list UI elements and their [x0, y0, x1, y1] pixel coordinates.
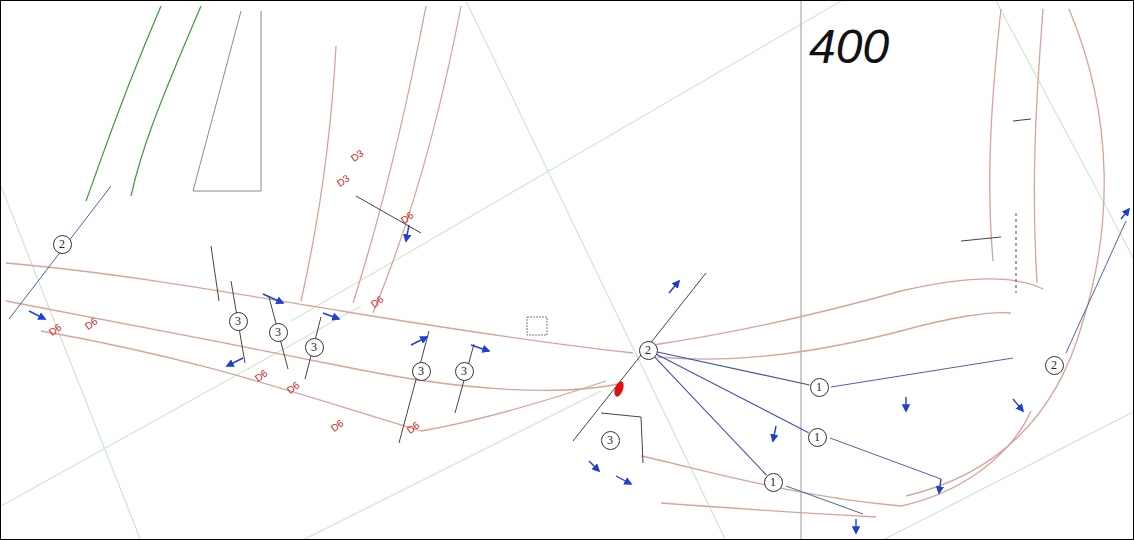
callout-number: 1	[816, 381, 822, 393]
note-block	[527, 317, 547, 335]
borehole-label: D6	[369, 294, 385, 310]
circled-number: 1	[808, 428, 827, 447]
section-lines	[211, 119, 1031, 463]
circled-number: 3	[455, 362, 474, 381]
outline-shape	[193, 11, 261, 191]
circled-number: 1	[764, 473, 783, 492]
tunnels	[6, 6, 1104, 517]
circled-number: 2	[639, 341, 658, 360]
borehole-label: D6	[399, 210, 415, 226]
callout-number: 3	[461, 365, 467, 377]
borehole-label: D6	[329, 418, 345, 434]
callout-number: 3	[235, 315, 241, 327]
grid-coordinate: 400	[809, 23, 889, 71]
borehole-label: D6	[47, 322, 63, 338]
callout-number: 3	[607, 434, 613, 446]
grid-vertical	[801, 1, 802, 540]
callout-number: 3	[418, 365, 424, 377]
survey-line	[657, 352, 809, 385]
red-marker	[613, 380, 626, 398]
borehole-label: D3	[349, 148, 365, 164]
circled-number: 1	[810, 378, 829, 397]
circled-number: 2	[1045, 356, 1064, 375]
callout-number: 2	[1051, 359, 1057, 371]
survey-lines	[9, 186, 1126, 514]
callout-number: 3	[275, 326, 281, 338]
green-contours	[86, 6, 201, 201]
circled-number: 2	[53, 235, 72, 254]
borehole-label: D6	[405, 420, 421, 436]
callout-number: 2	[645, 344, 651, 356]
callout-number: 2	[59, 238, 65, 250]
survey-line	[655, 357, 767, 475]
callout-number: 1	[814, 431, 820, 443]
circled-number: 3	[229, 312, 248, 331]
circled-number: 3	[601, 431, 620, 450]
circled-number: 3	[412, 362, 431, 381]
survey-line	[656, 354, 808, 432]
callout-number: 3	[311, 341, 317, 353]
callout-number: 1	[770, 476, 776, 488]
dip-arrows	[29, 209, 1129, 533]
circled-number: 3	[269, 323, 288, 342]
circled-number: 3	[305, 338, 324, 357]
borehole-label: D3	[335, 173, 351, 189]
